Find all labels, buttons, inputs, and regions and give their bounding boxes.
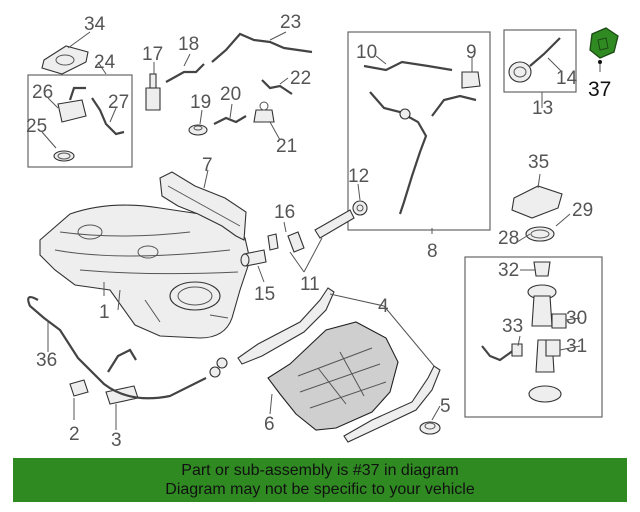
grommet-part-19[interactable] (188, 124, 208, 136)
callout-25: 25 (26, 116, 47, 137)
callout-18: 18 (178, 34, 199, 55)
group-box-8 (347, 31, 491, 231)
callout-35: 35 (528, 152, 549, 173)
callout-34: 34 (84, 14, 106, 35)
sensor-part-17[interactable] (145, 73, 161, 111)
harness-part-33[interactable] (481, 343, 523, 362)
callout-27: 27 (108, 92, 129, 113)
callout-29: 29 (572, 200, 593, 221)
hose-part-23[interactable] (211, 32, 313, 63)
callout-19: 19 (190, 92, 211, 113)
callout-7: 7 (202, 155, 213, 176)
callout-17: 17 (142, 44, 163, 65)
callout-11: 11 (300, 274, 320, 295)
callout-1: 1 (99, 302, 110, 323)
group-box-13 (503, 29, 577, 93)
callout-31: 31 (566, 336, 587, 357)
harness-part-27[interactable] (91, 97, 125, 136)
notice-line-2: Diagram may not be specific to your vehi… (165, 481, 475, 498)
highlighted-part-37[interactable] (589, 27, 619, 64)
callout-32: 32 (498, 260, 519, 281)
valve-part-9[interactable] (461, 71, 481, 89)
pump-module-part[interactable] (527, 284, 562, 403)
under-cover-part[interactable] (267, 321, 399, 431)
callout-14: 14 (556, 68, 578, 89)
callout-2: 2 (69, 424, 80, 445)
callout-37: 37 (588, 78, 611, 101)
hose-part-18[interactable] (165, 63, 205, 83)
notice-line-1: Part or sub-assembly is #37 in diagram (181, 462, 459, 479)
callout-9: 9 (466, 42, 477, 63)
pump-bracket-part-26[interactable] (57, 86, 87, 123)
callout-23: 23 (280, 12, 301, 33)
hose-part-20[interactable] (213, 115, 247, 125)
tank-strap-part[interactable] (237, 287, 441, 443)
callout-12: 12 (348, 166, 369, 187)
filler-cap-part-14[interactable] (508, 37, 561, 83)
gasket-part-34[interactable] (41, 45, 89, 75)
fuel-tank-part[interactable] (39, 204, 251, 339)
fuel-line-part[interactable] (27, 296, 228, 400)
callout-labels: 1 2 3 4 5 6 7 8 9 10 11 12 13 14 15 16 1… (26, 12, 611, 451)
callout-28: 28 (498, 228, 519, 249)
callout-20: 20 (220, 84, 241, 105)
seal-ring-part-25[interactable] (53, 150, 75, 162)
highlight-notice-banner: Part or sub-assembly is #37 in diagram D… (13, 458, 627, 502)
callout-8: 8 (427, 241, 438, 262)
valve-part-21[interactable] (253, 101, 275, 123)
gasket-part-35[interactable] (511, 185, 563, 219)
group-box-28 (464, 256, 603, 418)
filler-pipe-part-8[interactable] (369, 91, 477, 215)
callout-3: 3 (111, 430, 122, 451)
clamp-part-12[interactable] (352, 200, 368, 216)
callout-16: 16 (274, 202, 295, 223)
sensor-part-31[interactable] (545, 339, 561, 357)
callout-10: 10 (356, 42, 377, 63)
callout-30: 30 (566, 308, 587, 329)
hose-part-10[interactable] (363, 60, 453, 72)
sensor-part-30[interactable] (551, 313, 567, 329)
callout-24: 24 (94, 52, 116, 73)
callout-13: 13 (532, 98, 553, 119)
hose-part-15[interactable] (240, 249, 267, 267)
callout-15: 15 (254, 284, 275, 305)
seal-ring-part-29[interactable] (525, 226, 555, 242)
callout-21: 21 (276, 136, 297, 157)
callout-22: 22 (290, 68, 311, 89)
callout-6: 6 (264, 414, 275, 435)
callout-26: 26 (32, 82, 53, 103)
leader-lines (41, 31, 601, 430)
callout-4: 4 (378, 296, 389, 317)
group-box-24 (27, 74, 133, 168)
callout-36: 36 (36, 350, 57, 371)
grommet-part[interactable] (419, 421, 441, 435)
pad-part-2[interactable] (69, 379, 89, 397)
callout-5: 5 (440, 396, 451, 417)
filler-hose-part[interactable] (267, 209, 355, 253)
callout-33: 33 (502, 316, 523, 337)
cap-part-32[interactable] (533, 261, 551, 277)
hose-part-22[interactable] (261, 79, 293, 95)
